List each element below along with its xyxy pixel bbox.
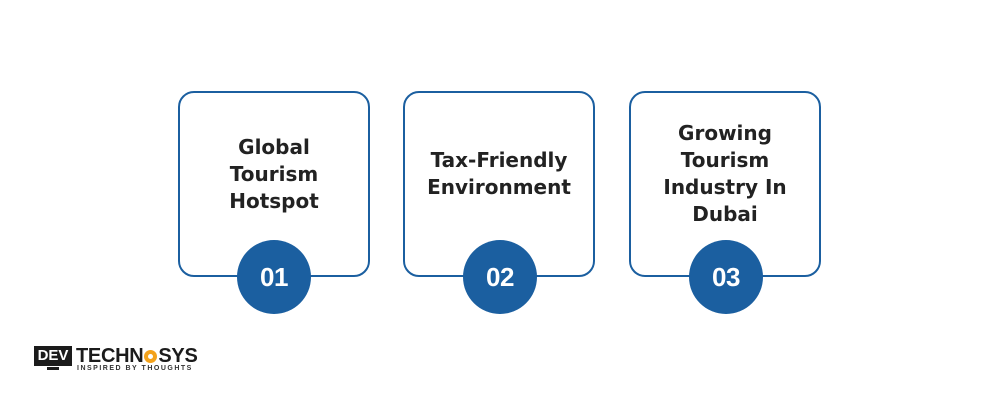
card-title: Growing Tourism Industry In Dubai [637, 120, 813, 228]
logo-word-start: TECHN [76, 345, 144, 367]
card-title-line: Dubai [692, 202, 758, 226]
logo-word-end: SYS [158, 345, 198, 367]
logo-monitor-box: DEV [34, 346, 72, 366]
card-tax-friendly-environment: Tax-Friendly Environment [403, 91, 595, 277]
number-badge-03: 03 [689, 240, 763, 314]
number-badge-02: 02 [463, 240, 537, 314]
card-title-line: Industry In [663, 175, 787, 199]
card-growing-tourism-industry: Growing Tourism Industry In Dubai [629, 91, 821, 277]
logo-o-icon [144, 350, 158, 363]
card-title-line: Global [238, 135, 310, 159]
card-title-line: Tax-Friendly [430, 148, 568, 172]
card-title-line: Tourism [229, 162, 319, 186]
card-title-line: Tourism [680, 148, 770, 172]
logo-tagline: INSPIRED BY THOUGHTS [77, 365, 193, 372]
logo-monitor-stand [47, 367, 59, 370]
card-title: Global Tourism Hotspot [186, 134, 362, 215]
logo-wordmark: TECHN SYS [76, 345, 198, 367]
card-title-line: Environment [427, 175, 571, 199]
card-title-line: Hotspot [229, 189, 319, 213]
devtechnosys-logo: DEV TECHN SYS INSPIRED BY THOUGHTS [34, 344, 206, 374]
card-title-line: Growing [678, 121, 772, 145]
card-title: Tax-Friendly Environment [411, 147, 587, 201]
number-badge-01: 01 [237, 240, 311, 314]
